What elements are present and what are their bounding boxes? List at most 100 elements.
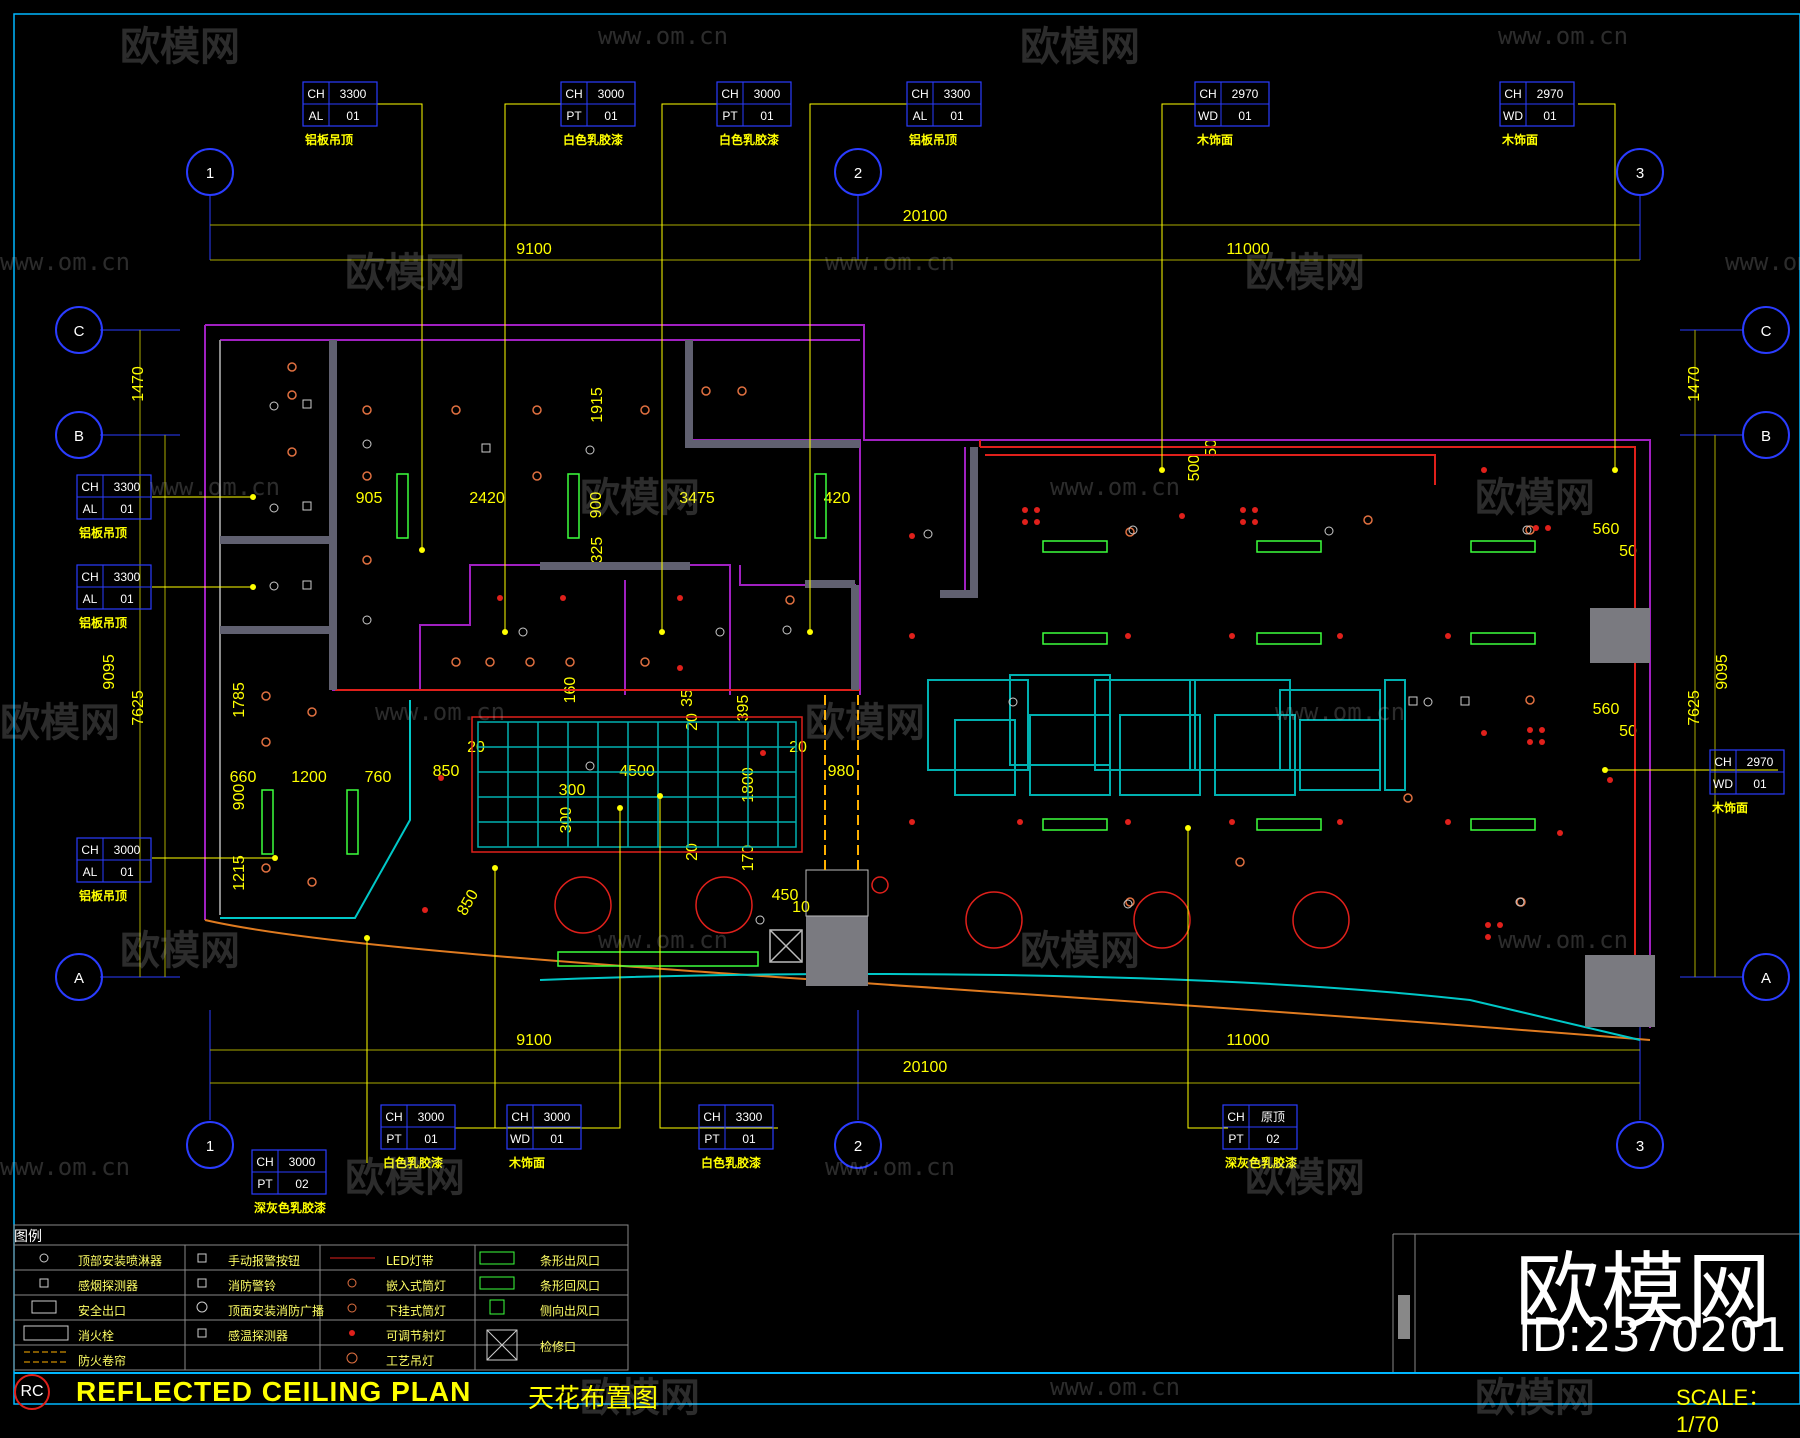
grid-bubble-a-right: A: [1742, 953, 1790, 1001]
tag-material-label: 木饰面: [1711, 800, 1748, 815]
tag-material-number: 01: [120, 502, 134, 516]
smoke-detector-icon: [39, 1278, 49, 1288]
dim-overall-bottom: 20100: [903, 1059, 948, 1076]
tag-ceiling-height: 3000: [114, 843, 141, 857]
tag-material-code: PT: [386, 1132, 402, 1146]
tag-ceiling-height: 3300: [114, 480, 141, 494]
grid-bubble-2-bottom: 2: [834, 1121, 882, 1169]
tag-ceiling-height: 3300: [340, 87, 367, 101]
tag-ceiling-height: 2970: [1232, 87, 1259, 101]
dim-3475: 3475: [679, 490, 715, 507]
grid-bubble-b-right: B: [1742, 411, 1790, 459]
tag-material-label: 铝板吊顶: [79, 525, 127, 540]
linear-diffusers: [261, 473, 1536, 967]
tag-material-label: 白色乳胶漆: [719, 132, 779, 147]
dim-395: 395: [735, 695, 752, 722]
tag-material-code: PT: [722, 109, 738, 123]
dim-1785: 1785: [231, 682, 248, 718]
return-diffuser-icon: [479, 1276, 515, 1290]
legend-item-16: 侧向出风口: [540, 1304, 601, 1318]
dim-500: 500: [1186, 455, 1203, 482]
speaker-icon: [196, 1301, 208, 1313]
feature-ceiling: [927, 674, 1406, 796]
grid-bubble-3-top: 3: [1616, 148, 1664, 196]
dim-170: 170: [740, 845, 757, 872]
tag-ceiling-height: 2970: [1747, 755, 1774, 769]
dim-1215: 1215: [231, 855, 248, 891]
fire-shutter: [824, 695, 859, 870]
tag-material-code: AL: [309, 109, 324, 123]
dim-right-1470: 1470: [1686, 366, 1703, 402]
tag-material-label: 木饰面: [508, 1155, 545, 1170]
tag-material-code: WD: [1198, 109, 1218, 123]
grid-label-c-left: C: [74, 323, 85, 340]
dimension-lines: [139, 224, 1716, 1084]
tag-material-number: 02: [1266, 1132, 1280, 1146]
dim-overall-top: 20100: [903, 208, 948, 225]
tag-material-number: 01: [742, 1132, 756, 1146]
tag-material-number: 01: [424, 1132, 438, 1146]
legend-item-13: 工艺吊灯: [386, 1354, 435, 1368]
dim-560-b: 560: [1593, 701, 1620, 718]
dim-900: 900: [588, 492, 605, 519]
legend-item-12: 可调节射灯: [386, 1329, 447, 1343]
legend-item-9: LED灯带: [386, 1254, 434, 1268]
tag-material-number: 02: [295, 1177, 309, 1191]
tag-material-label: 深灰色乳胶漆: [1225, 1155, 1297, 1170]
tag-ceiling-height: 2970: [1537, 87, 1564, 101]
tag-material-code: AL: [83, 592, 98, 606]
tag-material-number: 01: [950, 109, 964, 123]
legend-item-1: 感烟探测器: [78, 1279, 139, 1293]
ceiling-grid: [471, 716, 803, 853]
alarm-bell-icon: [197, 1278, 207, 1288]
leader-dots: [250, 467, 1618, 941]
sprinkler-icon: [39, 1253, 49, 1263]
dim-850-b: 850: [454, 887, 482, 919]
tag-material-number: 01: [604, 109, 618, 123]
grid-label-3-bottom: 3: [1636, 1138, 1644, 1155]
grid-bubble-b-left: B: [55, 411, 103, 459]
model-id: ID:2370201: [1518, 1308, 1788, 1362]
dim-10: 10: [792, 899, 810, 916]
side-diffuser-icon: [489, 1299, 505, 1315]
grid-label-1-top: 1: [206, 165, 214, 182]
brand-logo-text: 欧模网: [1515, 1243, 1774, 1341]
dim-left-top: 9100: [516, 241, 552, 258]
legend-item-17: 检修口: [540, 1340, 577, 1354]
tag-material-code: WD: [1713, 777, 1733, 791]
grid-bubble-1-bottom: 1: [186, 1121, 234, 1169]
dim-right-top: 11000: [1226, 241, 1269, 258]
dim-850-a: 850: [433, 763, 460, 780]
spotlight-icon: [349, 1330, 355, 1336]
tag-material-label: 铝板吊顶: [79, 888, 127, 903]
pendant-lights: [554, 876, 1350, 949]
grid-bubble-c-right: C: [1742, 306, 1790, 354]
tag-ceiling-height: 3000: [598, 87, 625, 101]
tag-material-code: PT: [566, 109, 582, 123]
legend-item-2: 安全出口: [78, 1304, 127, 1318]
dim-50-b: 50: [1619, 723, 1637, 740]
exit-sign-icon: [31, 1300, 57, 1314]
dim-905: 905: [356, 490, 383, 507]
tag-ceiling-height: 3000: [544, 1110, 571, 1124]
tag-material-number: 01: [1543, 109, 1557, 123]
tag-ceiling-height: 3000: [418, 1110, 445, 1124]
dim-560-a: 560: [1593, 521, 1620, 538]
tag-material-number: 01: [120, 865, 134, 879]
legend-item-4: 防火卷帘: [78, 1354, 127, 1368]
tag-ch-label: CH: [911, 87, 928, 101]
legend-item-11: 下挂式筒灯: [386, 1304, 447, 1318]
grid-bubble-c-left: C: [55, 306, 103, 354]
tag-material-label: 木饰面: [1501, 132, 1538, 147]
drawing-scale: SCALE：1/70: [1676, 1385, 1771, 1437]
